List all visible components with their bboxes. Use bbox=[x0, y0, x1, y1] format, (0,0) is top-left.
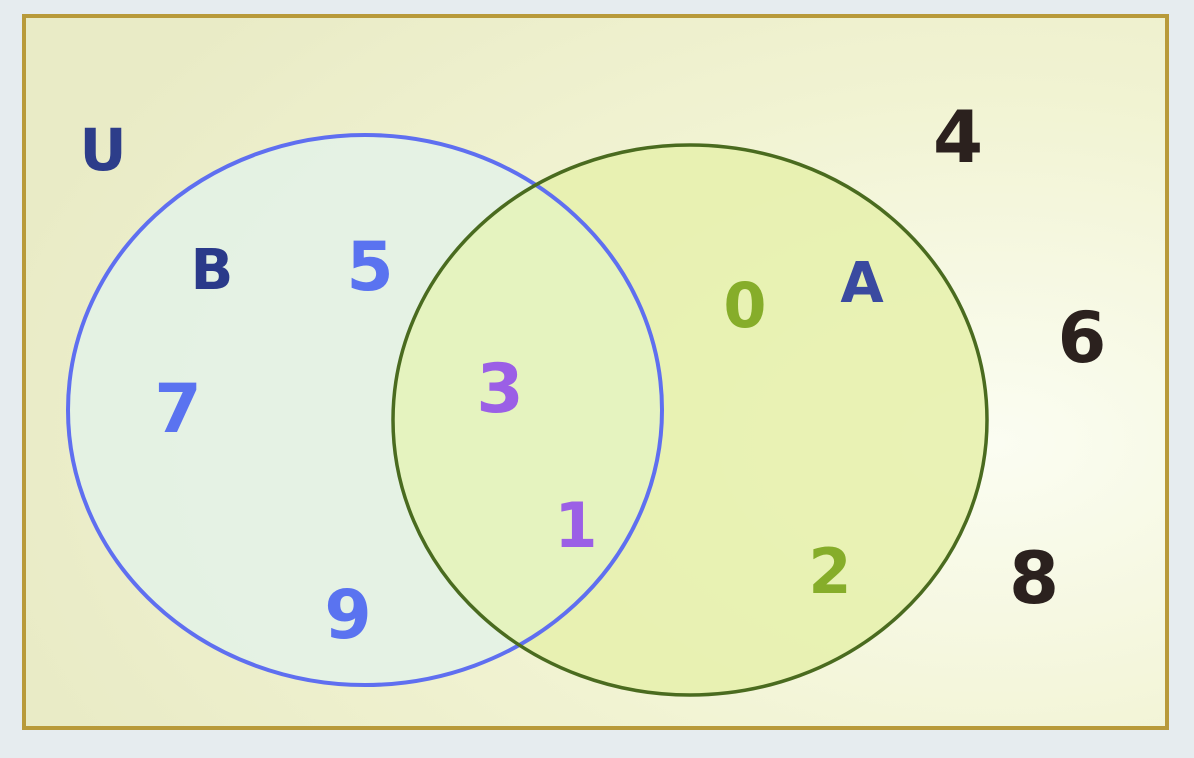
set-a-element: 0 bbox=[723, 269, 766, 342]
set-b-circle-outline bbox=[66, 133, 664, 687]
universe-label: U bbox=[79, 116, 126, 184]
set-b-element: 7 bbox=[154, 370, 201, 449]
set-b-element: 9 bbox=[324, 576, 371, 655]
set-b-label: B bbox=[191, 238, 234, 303]
set-a-circle-outline bbox=[391, 143, 989, 697]
intersection-element: 3 bbox=[476, 350, 523, 429]
set-b-element: 5 bbox=[346, 228, 393, 307]
intersection-region bbox=[393, 145, 662, 685]
outside-element: 6 bbox=[1058, 297, 1107, 379]
outside-element: 4 bbox=[933, 95, 983, 179]
set-a-label: A bbox=[840, 251, 884, 316]
outside-element: 8 bbox=[1009, 536, 1059, 620]
set-a-element: 2 bbox=[808, 535, 851, 608]
intersection-element: 1 bbox=[554, 489, 597, 562]
